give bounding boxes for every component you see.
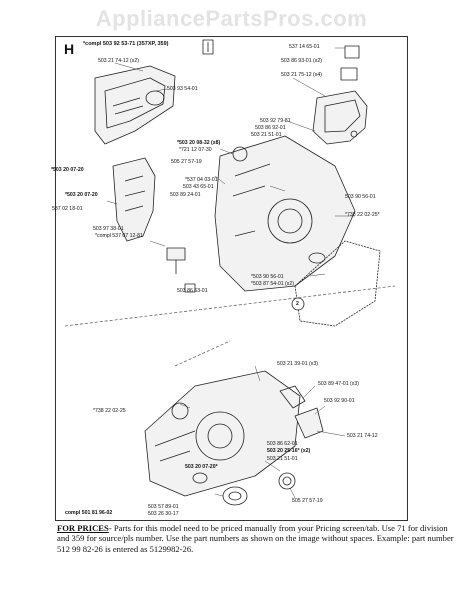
part-label: *503 20 07-20	[51, 167, 84, 173]
part-label: 503 21 75-12 (x4)	[281, 72, 322, 78]
crankcase-upper-part	[214, 135, 356, 292]
part-label: 505 27 57-19	[171, 159, 202, 165]
handle-bracket-part	[312, 45, 368, 145]
part-label: 503 21 74-12 (x2)	[98, 58, 139, 64]
pricing-note: FOR PRICES- Parts for this model need to…	[57, 523, 457, 554]
part-label: 503 93 54-01	[167, 86, 198, 92]
part-label: 503 20 07-20*	[185, 464, 218, 470]
screwdriver-icon	[202, 39, 214, 55]
chain-guard-part	[112, 157, 156, 242]
part-label: 503 21 51-01	[267, 456, 298, 462]
callout-circle	[291, 297, 305, 311]
part-label: 505 27 57-19	[292, 498, 323, 504]
crankcase-lower-part	[144, 370, 301, 497]
diagram-frame	[55, 36, 408, 521]
part-label: *738 22 02-25	[93, 408, 126, 414]
lower-bracket-part	[278, 385, 324, 490]
pricing-heading: FOR PRICES	[57, 523, 109, 533]
part-label: *537 04 03-01	[185, 177, 218, 183]
part-label: 503 89 24-01	[170, 192, 201, 198]
part-label: 503 86 93-01 (x2)	[281, 58, 322, 64]
part-label: compl 501 81 96-02	[65, 510, 113, 516]
part-label: 503 20 25-16* (x2)	[267, 448, 311, 454]
part-label: *compl 537 07 12-81	[95, 233, 143, 239]
callout-number: 2	[296, 301, 299, 307]
part-label: 537 14 65-01	[289, 44, 320, 50]
exploded-parts-diagram: H *compl 503 92 53-71 (357XP, 359)	[51, 36, 408, 521]
part-label: *738 22 02-25*	[345, 212, 380, 218]
part-label: 503 89 47-01 (x3)	[318, 381, 359, 387]
gasket-upper-part	[294, 240, 381, 327]
part-label: 503 21 51-01	[251, 132, 282, 138]
part-label: 503 86 92-01	[255, 125, 286, 131]
part-label: *503 20 08-32 (x8)	[177, 140, 221, 146]
part-label: 537 02 18-01	[52, 206, 83, 212]
watermark-logo: AppliancePartsPros.com	[95, 6, 368, 31]
part-label: 503 86 62-01	[267, 441, 298, 447]
part-label: 503 97 38-01	[93, 226, 124, 232]
part-label: *503 20 07-20	[65, 192, 98, 198]
section-letter: H	[64, 41, 75, 57]
part-label: 503 57 89-01	[148, 504, 179, 510]
part-label: 503 92 79-81	[260, 118, 291, 124]
part-label: 503 21 74-12	[347, 433, 378, 439]
part-label: *503 90 56-01	[251, 274, 284, 280]
clutch-cover-part	[94, 65, 176, 145]
part-label: 503 21 39-01 (x3)	[277, 361, 318, 367]
header-note: *compl 503 92 53-71 (357XP, 359)	[83, 41, 169, 47]
part-label: 503 90 56-01	[345, 194, 376, 200]
part-label: 503 26 30-17	[148, 511, 179, 517]
pricing-text: - Parts for this model need to be priced…	[57, 523, 454, 554]
part-label: 503 43 65-01	[183, 184, 214, 190]
switch-part	[166, 247, 196, 293]
part-label: *503 87 54-01 (x2)	[251, 281, 294, 287]
part-label: 503 86 63-01	[177, 288, 208, 294]
part-label: 503 92 90-01	[324, 398, 355, 404]
part-label: *721 12 07-30	[179, 147, 212, 153]
drawing-canvas	[64, 39, 396, 506]
